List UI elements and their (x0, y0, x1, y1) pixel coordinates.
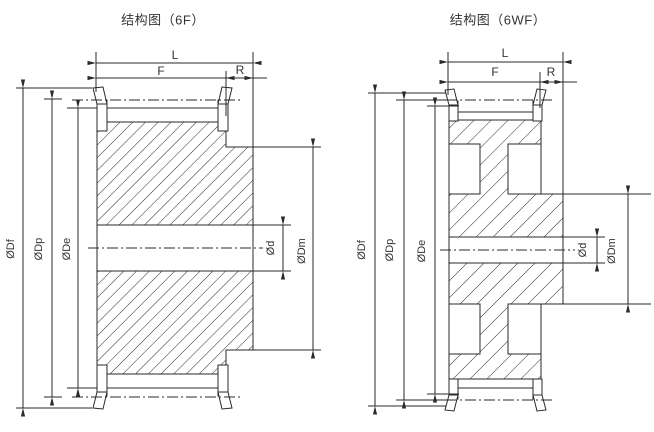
label-De-6wf: ØDe (416, 239, 428, 263)
drawing-6f (16, 52, 321, 417)
flange-tabs (92, 86, 233, 410)
centerlines (440, 99, 575, 401)
web-recesses (448, 143, 542, 355)
label-Df-6wf: ØDf (356, 240, 368, 260)
figure-title-6f: 结构图（6F） (121, 12, 205, 28)
centerlines (72, 99, 263, 398)
label-F-6wf: F (491, 65, 499, 79)
label-L-6f: L (171, 48, 179, 62)
bore-outline (449, 236, 605, 264)
rim-surface-lines (449, 111, 533, 389)
label-Dp-6wf: ØDp (384, 238, 396, 262)
flange-bars (96, 99, 229, 397)
figure-title-6wf: 结构图（6WF） (449, 12, 547, 28)
drawing-6wf (368, 52, 651, 415)
label-d-6f: Ød (265, 240, 277, 256)
label-De-6f: ØDe (61, 237, 73, 261)
rim-surface-lines (67, 107, 218, 389)
label-L-6wf: L (501, 46, 509, 60)
label-d-6wf: Ød (577, 242, 589, 258)
extension-lines (368, 52, 651, 407)
label-R-6f: R (235, 63, 245, 77)
flange-bars (448, 100, 543, 400)
bore-outline (97, 224, 291, 272)
label-Dp-6f: ØDp (33, 237, 45, 261)
flange-tabs (444, 88, 547, 412)
label-Df-6f: ØDf (5, 239, 17, 259)
label-Dm-6f: ØDm (296, 238, 308, 264)
label-R-6wf: R (546, 65, 556, 79)
label-Dm-6wf: ØDm (606, 238, 618, 264)
label-F-6f: F (157, 64, 165, 78)
